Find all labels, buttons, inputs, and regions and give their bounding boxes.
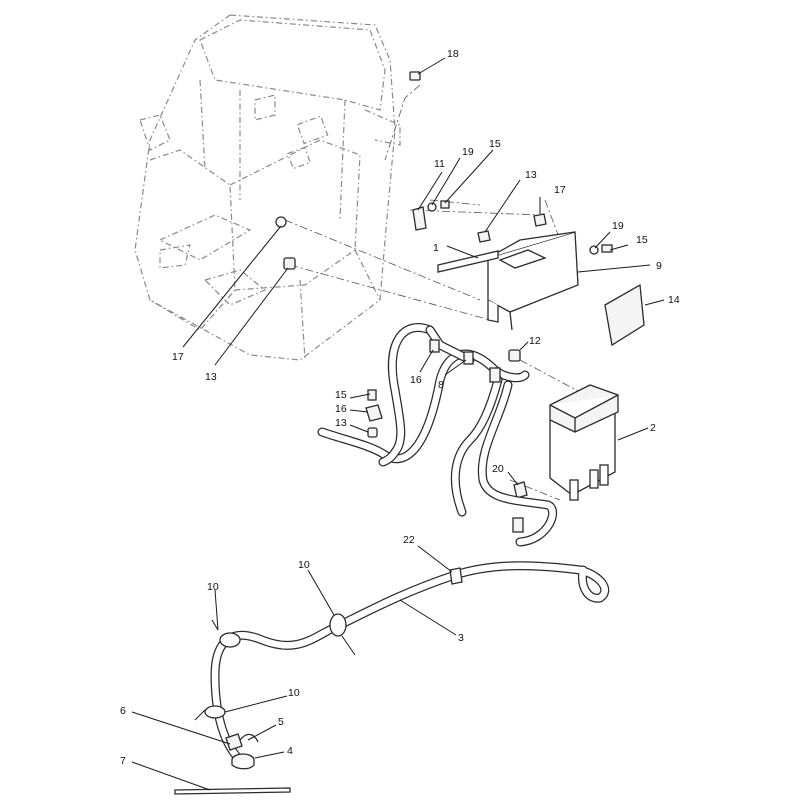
callout-17-left: 17 (172, 351, 184, 363)
callout-16: 16 (410, 374, 422, 386)
callout-6: 6 (120, 705, 126, 717)
hardware-parts (275, 71, 613, 499)
fuel-line-harness (317, 323, 558, 547)
bracket-box-part (487, 231, 579, 331)
shield-plate-part (604, 283, 645, 347)
callout-15-lower: 15 (335, 389, 347, 401)
callout-leaders (131, 57, 665, 791)
callout-19: 19 (462, 146, 474, 158)
callout-20: 20 (492, 463, 504, 475)
callout-7: 7 (120, 755, 126, 767)
callout-14: 14 (668, 294, 680, 306)
callout-19-right: 19 (612, 220, 624, 232)
rod-part (174, 787, 291, 795)
strap-part (437, 250, 499, 273)
vent-hose (210, 561, 610, 763)
callout-8: 8 (438, 379, 444, 391)
callout-2: 2 (650, 422, 656, 434)
callout-15-right: 15 (636, 234, 648, 246)
clamp-part (412, 206, 427, 231)
callout-13-lower: 13 (335, 417, 347, 429)
callout-18: 18 (447, 48, 459, 60)
callout-10-left: 10 (207, 581, 219, 593)
machine-frame-outline (134, 14, 401, 361)
charcoal-canister-part (549, 384, 619, 501)
callout-4: 4 (287, 745, 293, 757)
callout-11: 11 (434, 158, 445, 170)
callout-22: 22 (403, 534, 415, 546)
callout-10-middle: 10 (298, 559, 310, 571)
callout-13: 13 (525, 169, 537, 181)
callout-1: 1 (433, 242, 439, 254)
callout-16-lower: 16 (335, 403, 347, 415)
callout-15: 15 (489, 138, 501, 150)
callout-17: 17 (554, 184, 566, 196)
callout-9: 9 (656, 260, 662, 272)
callout-12: 12 (529, 335, 541, 347)
callout-labels: 18 11 19 15 13 17 19 15 1 9 14 12 17 13 … (120, 48, 680, 767)
callout-3: 3 (458, 632, 464, 644)
callout-5: 5 (278, 716, 284, 728)
vent-fittings (225, 733, 259, 770)
callout-13-left: 13 (205, 371, 217, 383)
callout-10-lower: 10 (288, 687, 300, 699)
